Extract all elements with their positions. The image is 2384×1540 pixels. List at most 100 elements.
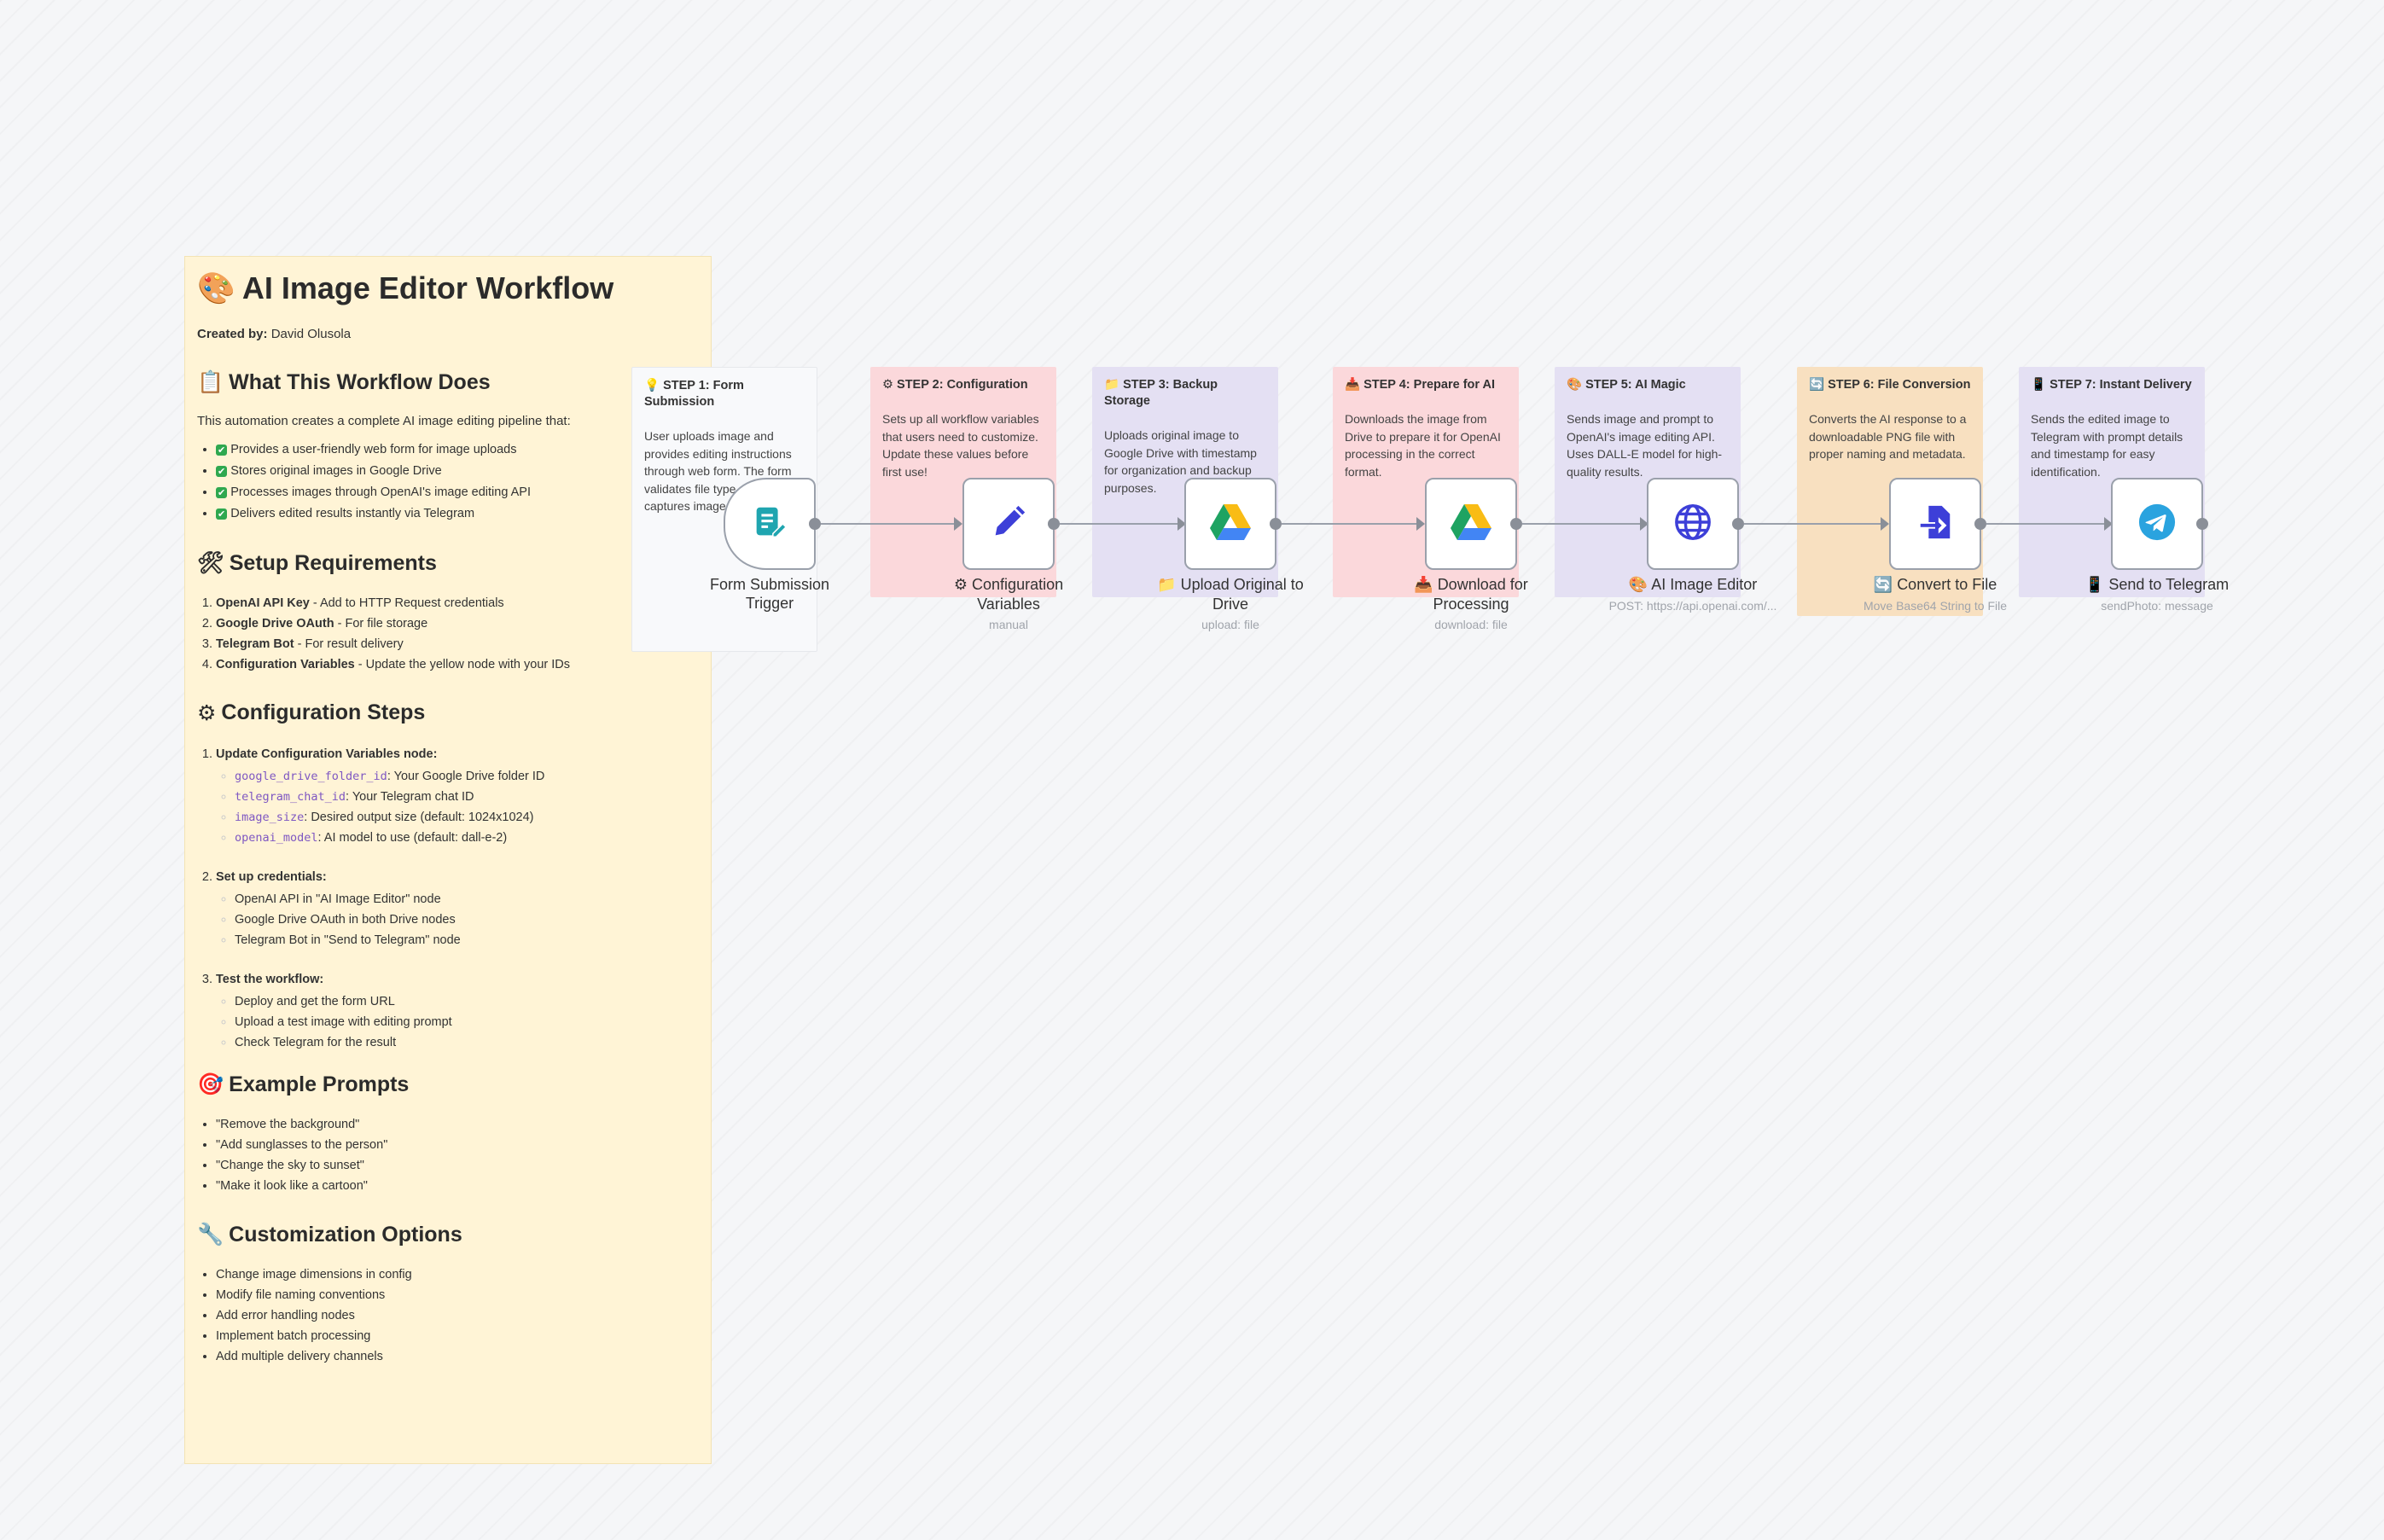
- node-label: ⚙ Configuration Variables: [953, 576, 1064, 613]
- section-customization: 🔧Customization Options: [197, 1222, 462, 1247]
- arrowhead: [954, 517, 962, 531]
- node-label: Form Submission Trigger: [709, 576, 830, 612]
- section-setup: 🛠Setup Requirements: [197, 550, 437, 575]
- config-steps-list: Update Configuration Variables node: goo…: [197, 744, 699, 1053]
- palette-icon: 🎨: [197, 271, 235, 306]
- inbox-icon: 📥: [1345, 378, 1361, 392]
- node-form-submission-trigger[interactable]: [724, 478, 816, 570]
- list-item: Implement batch processing: [216, 1326, 699, 1346]
- created-by: Created by: David Olusola: [197, 327, 352, 341]
- list-item: Telegram Bot - For result delivery: [216, 634, 699, 654]
- inbox-icon: 📥: [1414, 576, 1433, 594]
- node-subtitle: manual: [989, 618, 1028, 631]
- phone-icon: 📱: [2031, 378, 2047, 392]
- arrowhead: [1640, 517, 1648, 531]
- output-handle[interactable]: [1974, 518, 1986, 530]
- node-subtitle: POST: https://api.openai.com/...: [1608, 599, 1777, 613]
- node-label: 📱 Send to Telegram: [2085, 576, 2230, 594]
- list-item: Change image dimensions in config: [216, 1264, 699, 1285]
- section-what: 📋What This Workflow Does: [197, 369, 491, 394]
- refresh-icon: 🔄: [1873, 576, 1893, 594]
- phone-icon: 📱: [2085, 576, 2105, 594]
- note-title: 🎨 AI Image Editor Workflow: [197, 270, 614, 306]
- node-upload-original-to-drive[interactable]: [1184, 478, 1276, 570]
- folder-icon: 📁: [1104, 378, 1120, 392]
- node-subtitle: download: file: [1434, 618, 1508, 631]
- list-item: Set up credentials: OpenAI API in "AI Im…: [216, 867, 699, 950]
- folder-icon: 📁: [1157, 576, 1177, 594]
- list-item: "Make it look like a cartoon": [216, 1176, 699, 1196]
- pencil-icon: [989, 503, 1028, 546]
- node-label: 📥 Download for Processing: [1414, 576, 1528, 613]
- refresh-icon: 🔄: [1809, 378, 1825, 392]
- connection-edge[interactable]: [1060, 523, 1184, 525]
- list-item: Add multiple delivery channels: [216, 1346, 699, 1367]
- node-download-for-processing[interactable]: [1425, 478, 1517, 570]
- output-handle[interactable]: [809, 518, 821, 530]
- globe-icon: [1673, 503, 1712, 546]
- arrowhead: [1177, 517, 1186, 531]
- what-intro: This automation creates a complete AI im…: [197, 414, 571, 428]
- connection-edge[interactable]: [1522, 523, 1647, 525]
- section-prompts: 🎯Example Prompts: [197, 1072, 410, 1096]
- gear-icon: ⚙: [197, 700, 217, 725]
- clipboard-icon: 📋: [197, 369, 224, 394]
- step-note-1[interactable]: 💡 STEP 1: Form Submission User uploads i…: [631, 367, 817, 652]
- connection-edge[interactable]: [1986, 523, 2111, 525]
- list-item: ✔Delivers edited results instantly via T…: [216, 503, 699, 525]
- output-handle[interactable]: [1510, 518, 1522, 530]
- checkmark-icon: ✔: [216, 466, 228, 477]
- list-item: Modify file naming conventions: [216, 1285, 699, 1305]
- list-item: Google Drive OAuth - For file storage: [216, 613, 699, 634]
- node-convert-to-file[interactable]: [1889, 478, 1981, 570]
- output-handle[interactable]: [2196, 518, 2208, 530]
- arrowhead: [2104, 517, 2113, 531]
- wrench-icon: 🔧: [197, 1222, 224, 1247]
- palette-icon: 🎨: [1628, 576, 1648, 594]
- list-item: Update Configuration Variables node: goo…: [216, 744, 699, 848]
- output-handle[interactable]: [1732, 518, 1744, 530]
- what-list: ✔Provides a user-friendly web form for i…: [197, 439, 699, 525]
- connection-edge[interactable]: [1282, 523, 1423, 525]
- google-drive-icon: [1210, 503, 1251, 545]
- node-subtitle: sendPhoto: message: [2101, 599, 2213, 613]
- target-icon: 🎯: [197, 1072, 224, 1096]
- setup-list: OpenAI API Key - Add to HTTP Request cre…: [197, 593, 699, 675]
- node-ai-image-editor[interactable]: [1647, 478, 1739, 570]
- list-item: Add error handling nodes: [216, 1305, 699, 1326]
- checkmark-icon: ✔: [216, 445, 228, 456]
- arrowhead: [1881, 517, 1889, 531]
- output-handle[interactable]: [1048, 518, 1060, 530]
- connection-edge[interactable]: [1744, 523, 1887, 525]
- form-icon: [750, 503, 789, 546]
- customization-list: Change image dimensions in config Modify…: [197, 1264, 699, 1367]
- node-subtitle: Move Base64 String to File: [1863, 599, 2008, 613]
- list-item: Configuration Variables - Update the yel…: [216, 654, 699, 675]
- output-handle[interactable]: [1270, 518, 1282, 530]
- tools-icon: 🛠: [197, 550, 224, 575]
- convert-file-icon: [1916, 503, 1955, 546]
- gear-icon: ⚙: [953, 576, 968, 594]
- lightbulb-icon: 💡: [644, 379, 660, 392]
- list-item: ✔Stores original images in Google Drive: [216, 461, 699, 482]
- node-label: 🎨 AI Image Editor: [1628, 576, 1758, 594]
- list-item: Test the workflow: Deploy and get the fo…: [216, 969, 699, 1053]
- connection-edge[interactable]: [821, 523, 961, 525]
- node-send-to-telegram[interactable]: [2111, 478, 2203, 570]
- list-item: ✔Provides a user-friendly web form for i…: [216, 439, 699, 461]
- list-item: "Remove the background": [216, 1114, 699, 1135]
- arrowhead: [1416, 517, 1425, 531]
- checkmark-icon: ✔: [216, 508, 228, 520]
- node-label: 📁 Upload Original to Drive: [1157, 576, 1304, 613]
- google-drive-icon: [1451, 503, 1491, 545]
- gear-icon: ⚙: [882, 378, 893, 392]
- list-item: ✔Processes images through OpenAI's image…: [216, 482, 699, 503]
- node-subtitle: upload: file: [1201, 618, 1259, 631]
- list-item: OpenAI API Key - Add to HTTP Request cre…: [216, 593, 699, 613]
- section-config: ⚙Configuration Steps: [197, 700, 426, 725]
- node-configuration-variables[interactable]: [962, 478, 1055, 570]
- workflow-overview-note[interactable]: 🎨 AI Image Editor Workflow Created by: D…: [184, 256, 712, 1464]
- node-label: 🔄 Convert to File: [1873, 576, 1997, 594]
- checkmark-icon: ✔: [216, 487, 228, 498]
- palette-icon: 🎨: [1567, 378, 1583, 392]
